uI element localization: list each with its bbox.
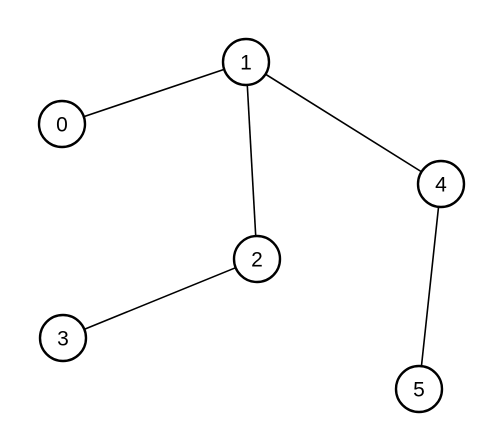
node-label-0: 0 xyxy=(56,114,68,137)
node-label-4: 4 xyxy=(435,174,447,197)
node-label-5: 5 xyxy=(413,379,425,402)
edge-1-2 xyxy=(245,61,258,260)
edge-1-4 xyxy=(245,61,442,185)
node-label-2: 2 xyxy=(251,249,263,272)
node-label-3: 3 xyxy=(57,328,69,351)
node-label-1: 1 xyxy=(240,52,252,75)
node-0: 0 xyxy=(37,99,87,149)
node-5: 5 xyxy=(394,364,444,414)
edge-4-5 xyxy=(418,183,442,390)
nodes-layer: 0 1 2 3 4 5 xyxy=(37,37,466,414)
edge-1-0 xyxy=(61,61,247,125)
edge-2-3 xyxy=(62,258,258,339)
node-3: 3 xyxy=(38,313,88,363)
edges-layer xyxy=(61,61,442,390)
node-1: 1 xyxy=(221,37,271,87)
node-4: 4 xyxy=(416,159,466,209)
node-2: 2 xyxy=(232,234,282,284)
